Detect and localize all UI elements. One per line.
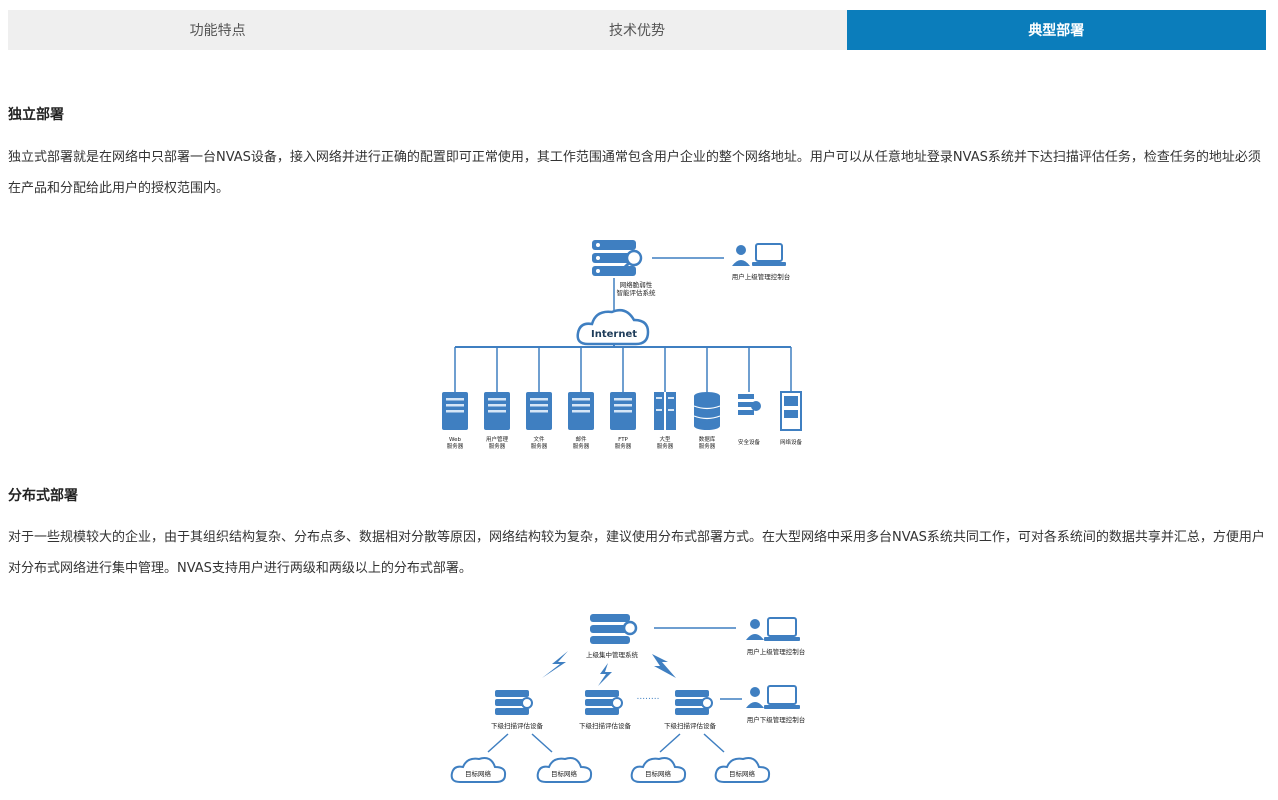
sub-scanner-icon <box>494 689 533 716</box>
standalone-paragraph: 独立式部署就是在网络中只部署一台NVAS设备，接入网络并进行正确的配置即可正常使… <box>8 150 1261 196</box>
server-label: 安全设备 <box>738 438 761 446</box>
sub-scanner-icon <box>674 689 713 716</box>
server-row <box>442 347 802 431</box>
distributed-paragraph: 对于一些规模较大的企业，由于其组织结构复杂、分布点多、数据相对分散等原因，网络结… <box>8 530 1265 576</box>
sub-scanner-label: 下级扫描评估设备 <box>491 721 544 730</box>
internet-cloud-icon <box>576 309 650 346</box>
server-label: 服务器 <box>615 442 632 450</box>
central-management-icon <box>590 614 638 644</box>
large-server-icon <box>654 392 676 430</box>
top-console-icon <box>745 617 801 642</box>
database-icon <box>693 392 721 430</box>
web-server-icon <box>442 392 468 430</box>
target-network-label: 目标网络 <box>645 769 672 778</box>
server-label: 服务器 <box>447 442 464 450</box>
central-management-label: 上级集中管理系统 <box>586 650 639 659</box>
server-label: 服务器 <box>489 442 506 450</box>
network-device-icon <box>780 391 802 431</box>
tab-bar: 功能特点 技术优势 典型部署 <box>8 10 1266 50</box>
sub-console-icon <box>745 685 801 710</box>
scanner-label-2: 智能评估系统 <box>617 288 657 297</box>
scanner-device-icon <box>592 240 643 276</box>
file-server-icon <box>526 392 552 430</box>
sub-scanner-icon <box>584 689 623 716</box>
distributed-title: 分布式部署 <box>8 488 78 504</box>
server-labels: Web 服务器 用户管理 服务器 文件 服务器 邮件 服务器 FTP 服务器 大… <box>447 435 803 450</box>
server-label: 网络设备 <box>780 438 803 446</box>
server-label: 文件 <box>533 435 545 443</box>
security-device-icon <box>738 394 761 415</box>
standalone-diagram: 网络脆弱性 智能评估系统 用户上级管理控制台 Internet <box>442 240 803 450</box>
lightning-icon <box>542 651 568 678</box>
sub-scanner-label: 下级扫描评估设备 <box>579 721 632 730</box>
server-label: 服务器 <box>573 442 590 450</box>
target-network-label: 目标网络 <box>729 769 756 778</box>
user-console-icon <box>732 243 786 266</box>
server-label: 数据库 <box>699 435 716 443</box>
distributed-diagram: 上级集中管理系统 用户上级管理控制台 下级扫描评估设备 下级扫描评估设备 下级扫… <box>450 614 806 783</box>
server-label: FTP <box>618 437 628 443</box>
tab-advantages[interactable]: 技术优势 <box>608 23 665 39</box>
server-label: 服务器 <box>531 442 548 450</box>
server-label: 用户管理 <box>486 435 509 443</box>
sub-scanner-label: 下级扫描评估设备 <box>664 721 717 730</box>
target-network-label: 目标网络 <box>465 769 492 778</box>
server-label: 大型 <box>659 435 671 443</box>
internet-label: Internet <box>591 329 637 340</box>
target-network-label: 目标网络 <box>551 769 578 778</box>
lightning-icon <box>652 654 676 678</box>
ellipsis-dots: ........ <box>637 692 660 702</box>
mail-server-icon <box>568 392 594 430</box>
top-console-label: 用户上级管理控制台 <box>747 647 806 656</box>
user-mgmt-server-icon <box>484 392 510 430</box>
tab-features[interactable]: 功能特点 <box>189 23 246 39</box>
scanner-label-1: 网络脆弱性 <box>620 280 653 289</box>
server-label: 服务器 <box>657 442 674 450</box>
standalone-title: 独立部署 <box>8 107 64 123</box>
sub-console-label: 用户下级管理控制台 <box>747 715 806 724</box>
tab-deployment[interactable]: 典型部署 <box>846 10 1266 50</box>
server-label: Web <box>449 437 461 443</box>
ftp-server-icon <box>610 392 636 430</box>
console-label: 用户上级管理控制台 <box>732 272 791 281</box>
server-label: 服务器 <box>699 442 716 450</box>
server-label: 邮件 <box>575 435 587 443</box>
lightning-icon <box>598 663 612 686</box>
